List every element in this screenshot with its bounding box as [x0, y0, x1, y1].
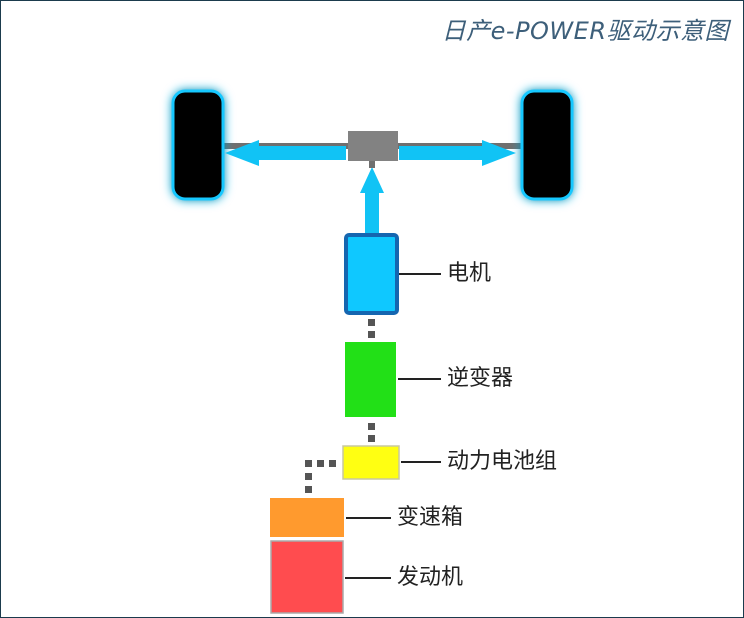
- label-battery: 动力电池组: [447, 449, 558, 474]
- connector-inverter-battery: [368, 423, 375, 442]
- diagram-title: 日产e-POWER驱动示意图: [441, 17, 729, 45]
- label-engine: 发动机: [397, 565, 464, 590]
- engine-block: [270, 540, 344, 614]
- connector-motor-inverter: [368, 319, 375, 338]
- arrow-up-head: [360, 167, 384, 193]
- arrow-left-head: [225, 140, 259, 166]
- left-wheel: [171, 89, 225, 201]
- gearbox-block: [270, 498, 344, 537]
- motor-block: [344, 233, 399, 315]
- battery-block: [342, 445, 400, 480]
- inverter-block: [345, 342, 396, 417]
- connector-battery-gearbox: [305, 460, 336, 493]
- differential-hub: [348, 131, 398, 161]
- label-gearbox: 变速箱: [397, 505, 464, 530]
- right-wheel: [520, 89, 574, 201]
- label-inverter: 逆变器: [447, 366, 514, 391]
- label-motor: 电机: [447, 261, 492, 286]
- arrow-right-head: [482, 140, 516, 166]
